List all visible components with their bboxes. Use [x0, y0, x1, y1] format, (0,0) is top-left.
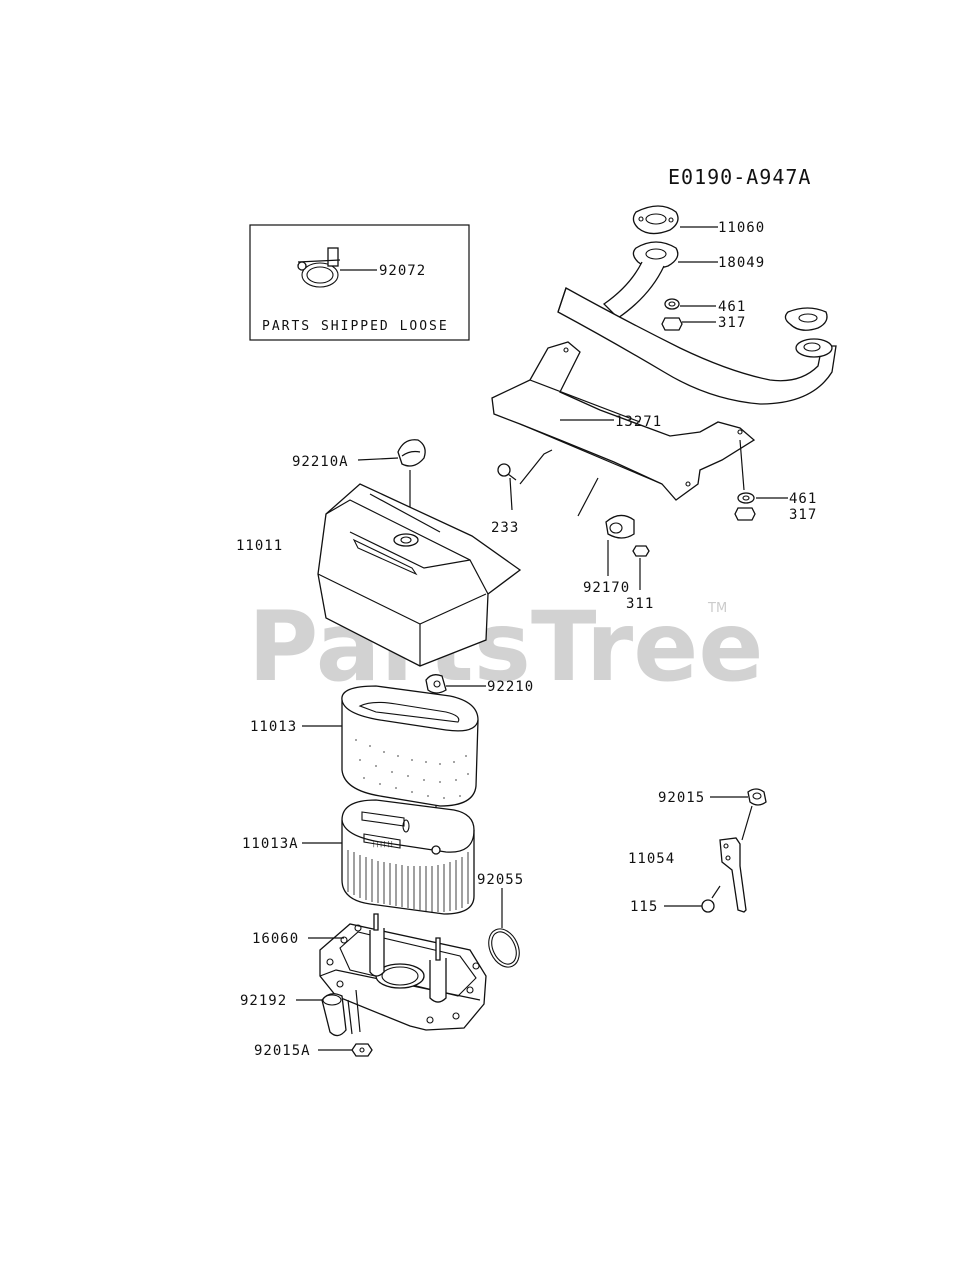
washer-461-icon — [664, 298, 680, 310]
parts-shipped-loose-box: 92072 PARTS SHIPPED LOOSE — [249, 224, 470, 341]
label-18049: 18049 — [718, 255, 765, 271]
muffler-bracket-13271-icon — [491, 341, 756, 501]
label-317-lower: 317 — [789, 507, 817, 523]
gasket-11060-icon — [632, 205, 679, 235]
label-92015: 92015 — [658, 790, 705, 806]
air-cleaner-base-16060-icon — [319, 913, 487, 1031]
label-92015A: 92015A — [254, 1043, 311, 1059]
label-461-top: 461 — [718, 299, 746, 315]
bolt-115-icon — [701, 885, 721, 913]
label-92170: 92170 — [583, 580, 630, 596]
hose-clamp-icon — [297, 247, 341, 288]
washer-461-lower-icon — [737, 492, 755, 504]
label-115: 115 — [630, 899, 658, 915]
breather-tube-92192-icon — [321, 993, 347, 1037]
label-13271: 13271 — [615, 414, 662, 430]
nut-92015-icon — [747, 788, 767, 806]
bracket-11054-icon — [719, 837, 747, 913]
label-92210: 92210 — [487, 679, 534, 695]
diagram-code: E0190-A947A — [668, 165, 811, 189]
label-11011: 11011 — [236, 538, 283, 554]
nut-311-icon — [632, 545, 650, 557]
loose-parts-caption: PARTS SHIPPED LOOSE — [262, 319, 449, 334]
label-11013: 11013 — [250, 719, 297, 735]
pre-cleaner-11013-icon — [341, 685, 479, 807]
label-16060: 16060 — [252, 931, 299, 947]
label-461-lower: 461 — [789, 491, 817, 507]
label-11054: 11054 — [628, 851, 675, 867]
exhaust-pipe-18049-icon — [557, 241, 837, 405]
label-92072: 92072 — [379, 263, 426, 279]
watermark-trademark: TM — [707, 601, 727, 616]
nut-317-lower-icon — [734, 507, 756, 521]
label-11060: 11060 — [718, 220, 765, 236]
label-92210A: 92210A — [292, 454, 349, 470]
clamp-92170-icon — [605, 514, 635, 539]
bolt-233-icon — [497, 463, 517, 481]
o-ring-92055-icon — [488, 928, 520, 968]
label-233: 233 — [491, 520, 519, 536]
nut-92015A-icon — [351, 1043, 373, 1057]
nut-317-icon — [661, 317, 683, 331]
air-filter-element-11013A-icon: |||||| — [341, 799, 475, 915]
knob-92210A-icon — [397, 439, 426, 467]
label-92055: 92055 — [477, 872, 524, 888]
air-cleaner-cover-11011-icon — [317, 483, 522, 667]
wing-nut-92210-icon — [425, 674, 447, 694]
label-11013A: 11013A — [242, 836, 299, 852]
label-311: 311 — [626, 596, 654, 612]
label-317-top: 317 — [718, 315, 746, 331]
label-92192: 92192 — [240, 993, 287, 1009]
svg-text:||||||: |||||| — [372, 841, 394, 848]
